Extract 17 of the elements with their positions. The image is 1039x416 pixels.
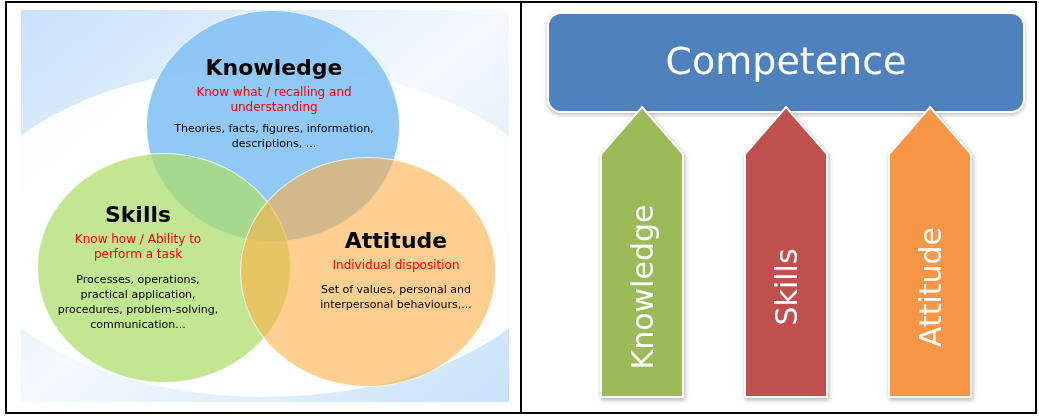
circle-heading: Knowledge <box>204 55 344 80</box>
arrow-label: Attitude <box>912 226 948 348</box>
block-arrow <box>600 106 684 398</box>
title-box <box>547 12 1025 113</box>
circle-heading: Skills <box>103 202 173 227</box>
circle-subtitle: Individual disposition <box>331 258 461 273</box>
box-title: Competence <box>664 38 908 83</box>
circle-description: Processes, operations, practical application, procedures, problem-solving, communication... <box>56 272 220 332</box>
circle-subtitle: Know what / recalling and understanding <box>195 85 353 115</box>
circle-description: Set of values, personal and interpersonal behaviours,... <box>319 282 473 312</box>
arrow-label: Knowledge <box>624 204 660 370</box>
circle-description: Theories, facts, figures, information, descriptions, ... <box>173 121 375 151</box>
circle-subtitle: Know how / Ability to perform a task <box>73 232 203 262</box>
block-arrow <box>888 106 972 398</box>
circle-heading: Attitude <box>343 228 449 253</box>
block-arrow <box>744 106 828 398</box>
arrow-label: Skills <box>768 248 804 326</box>
